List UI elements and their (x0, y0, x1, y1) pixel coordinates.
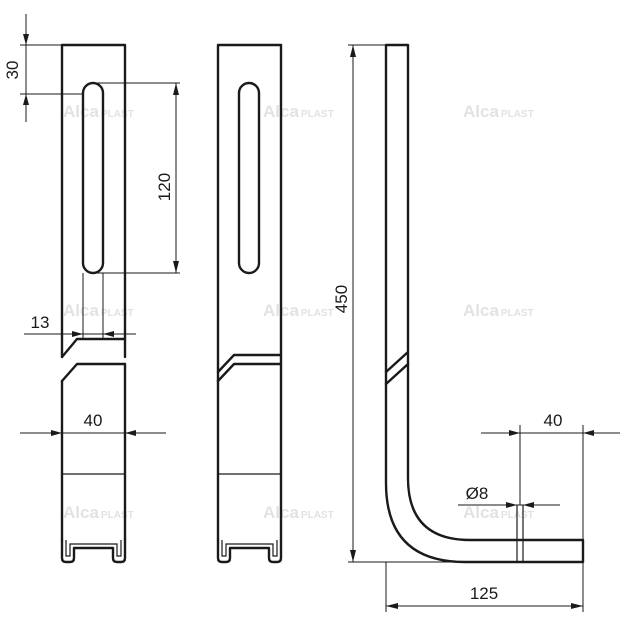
bracket-lower-outline (60, 362, 127, 542)
break2-line-upper (216, 353, 283, 374)
dim-450-label: 450 (332, 285, 351, 313)
dim-40-width-arrow-left (51, 430, 62, 436)
dim-d8-arrow-right (523, 502, 534, 508)
dim-13-arrow-left (72, 331, 83, 337)
dim-40-foot-arrow-left (509, 430, 520, 436)
dim-30-arrow-bottom (23, 94, 29, 105)
dim-40-foot-arrow-right (583, 430, 594, 436)
channel-profile (60, 538, 127, 564)
dim-d8-arrow-left (506, 502, 517, 508)
break-line-upper (60, 337, 127, 359)
slot2-outline (237, 81, 261, 275)
dim-125-label: 125 (470, 584, 498, 603)
dim-120-arrow-top (173, 83, 179, 95)
dim-125-arrow-left (386, 603, 398, 609)
bracket-upper-outline (60, 43, 127, 359)
break-line-lower (60, 362, 127, 383)
channel2-profile (216, 538, 283, 564)
bracket2-lower-outline (216, 355, 283, 542)
l-profile-outer (384, 43, 585, 564)
dim-40-width-arrow-right (125, 430, 136, 436)
dim-125-arrow-right (571, 603, 583, 609)
channel-inner (65, 540, 122, 557)
dim-450-arrow-bottom (350, 550, 356, 562)
dim-13-arrow-right (103, 331, 114, 337)
dim-30-arrow-top (23, 34, 29, 45)
dim-30-label: 30 (3, 61, 22, 80)
side-view: 450 40 Ø8 125 (332, 43, 620, 612)
dim-40-width-label: 40 (84, 411, 103, 430)
side-break-line-lower (384, 362, 410, 386)
front-view-dimensioned: 30 120 13 40 (3, 14, 180, 564)
side-break-line-upper (384, 350, 410, 374)
dim-13-label: 13 (31, 313, 50, 332)
dim-450-arrow-top (350, 45, 356, 57)
bracket2-upper-outline (216, 43, 283, 383)
dim-d8-label: Ø8 (466, 484, 489, 503)
dim-120-arrow-bottom (173, 261, 179, 273)
front-view-plain (216, 43, 283, 564)
dim-40-foot-label: 40 (544, 411, 563, 430)
channel2-inner (221, 540, 278, 557)
dim-120-label: 120 (155, 173, 174, 201)
break2-line-lower (216, 362, 283, 383)
